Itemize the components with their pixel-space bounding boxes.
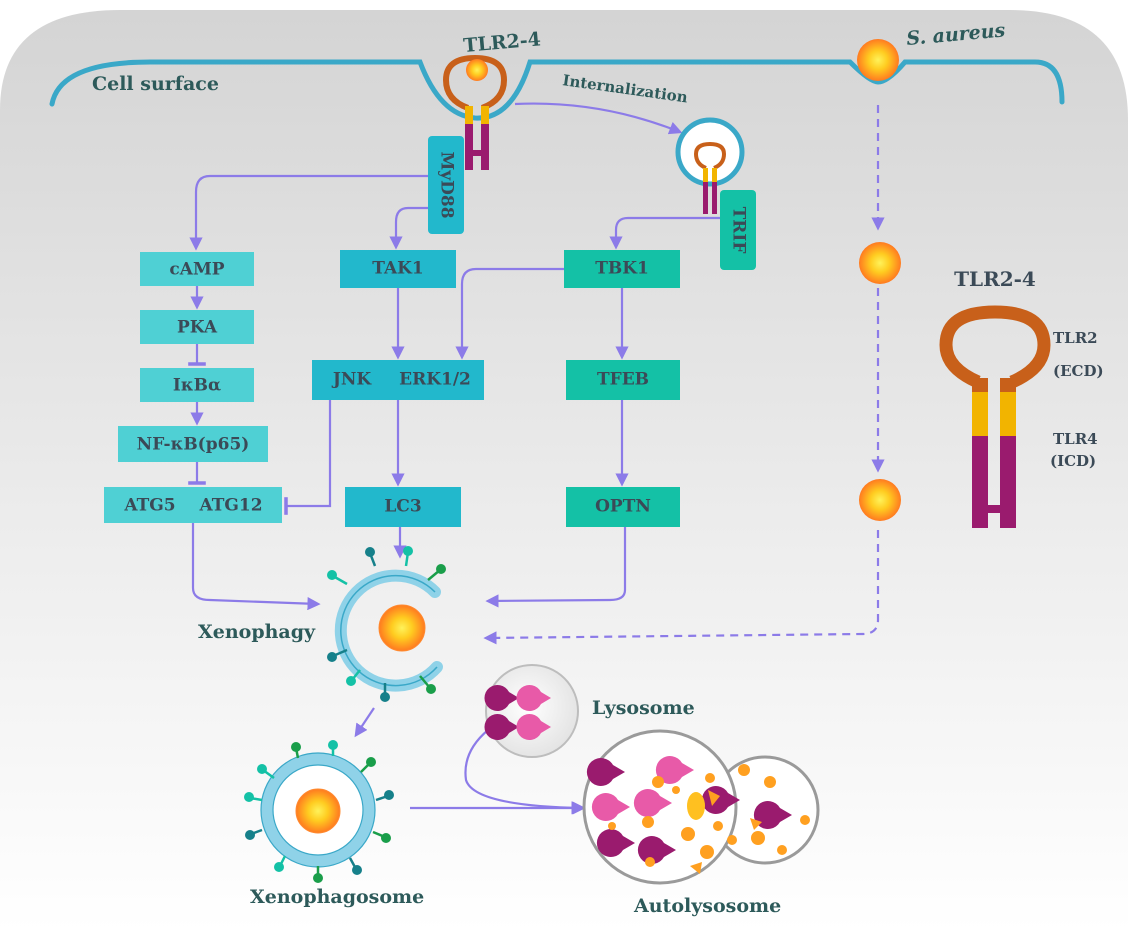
pka-label: PKA xyxy=(177,318,218,338)
nfkb-label: NF-κB(p65) xyxy=(137,435,250,455)
trif-box xyxy=(720,190,756,270)
optn-box xyxy=(566,487,680,527)
tlr-legend: TLR2-4 TLR2 (ECD) TLR4 (ICD) xyxy=(939,267,1104,528)
endosomal-tlr xyxy=(693,141,727,214)
myd88-box xyxy=(428,136,464,234)
tfeb-box xyxy=(566,360,680,400)
ikba-box xyxy=(140,368,254,402)
lysosome xyxy=(484,664,579,758)
trif-label: TRIF xyxy=(729,207,749,254)
legend-tlr4: TLR4 xyxy=(1053,430,1098,448)
bacterial-invasion-path xyxy=(483,105,885,645)
tak1-box xyxy=(340,250,456,288)
xenophagosome-label: Xenophagosome xyxy=(250,886,424,908)
autolysosome xyxy=(582,729,820,885)
tak1-label: TAK1 xyxy=(372,259,424,279)
camp-label: cAMP xyxy=(169,260,224,280)
optn-label: OPTN xyxy=(595,497,651,517)
cell-surface-label: Cell surface xyxy=(92,73,219,95)
surface-tlr-receptor xyxy=(442,54,508,170)
ikba-label: IκBα xyxy=(173,376,221,396)
atg-box xyxy=(104,487,282,523)
legend-title: TLR2-4 xyxy=(954,267,1036,291)
atg5-label: ATG5 xyxy=(123,496,175,516)
lc3-box xyxy=(345,487,461,527)
bound-bacterium xyxy=(466,59,488,81)
endosome xyxy=(675,117,745,187)
tbk1-label: TBK1 xyxy=(595,259,649,279)
phagophore xyxy=(327,546,446,702)
jnk-label: JNK xyxy=(331,370,373,390)
myd88-label: MyD88 xyxy=(437,151,457,218)
legend-icd: (ICD) xyxy=(1050,452,1096,470)
tfeb-label: TFEB xyxy=(597,370,649,390)
xenophagosome-bacterium xyxy=(295,788,341,834)
pathway-arrows xyxy=(188,174,720,815)
internalized-bacterium-1 xyxy=(859,242,901,284)
cell-membrane xyxy=(49,59,1065,121)
internalized-bacterium-2 xyxy=(859,479,901,521)
pka-box xyxy=(140,310,254,344)
legend-ecd: (ECD) xyxy=(1053,362,1104,380)
lc3-label: LC3 xyxy=(384,497,421,517)
camp-box xyxy=(140,252,254,286)
cell-background xyxy=(0,10,1128,932)
legend-tlr2: TLR2 xyxy=(1053,329,1098,347)
autolysosome-label: Autolysosome xyxy=(633,895,781,917)
phagophore-bacterium xyxy=(378,604,426,652)
atg12-label: ATG12 xyxy=(198,496,262,516)
xenophagy-label: Xenophagy xyxy=(198,621,316,643)
erk-label: ERK1/2 xyxy=(399,370,471,390)
tbk1-box xyxy=(564,250,680,288)
nfkb-box xyxy=(118,426,268,462)
s-aureus-bacterium xyxy=(857,39,899,81)
lysosome-label: Lysosome xyxy=(592,697,695,719)
jnk-erk-box xyxy=(312,360,484,400)
internalization-arrow xyxy=(514,102,683,135)
